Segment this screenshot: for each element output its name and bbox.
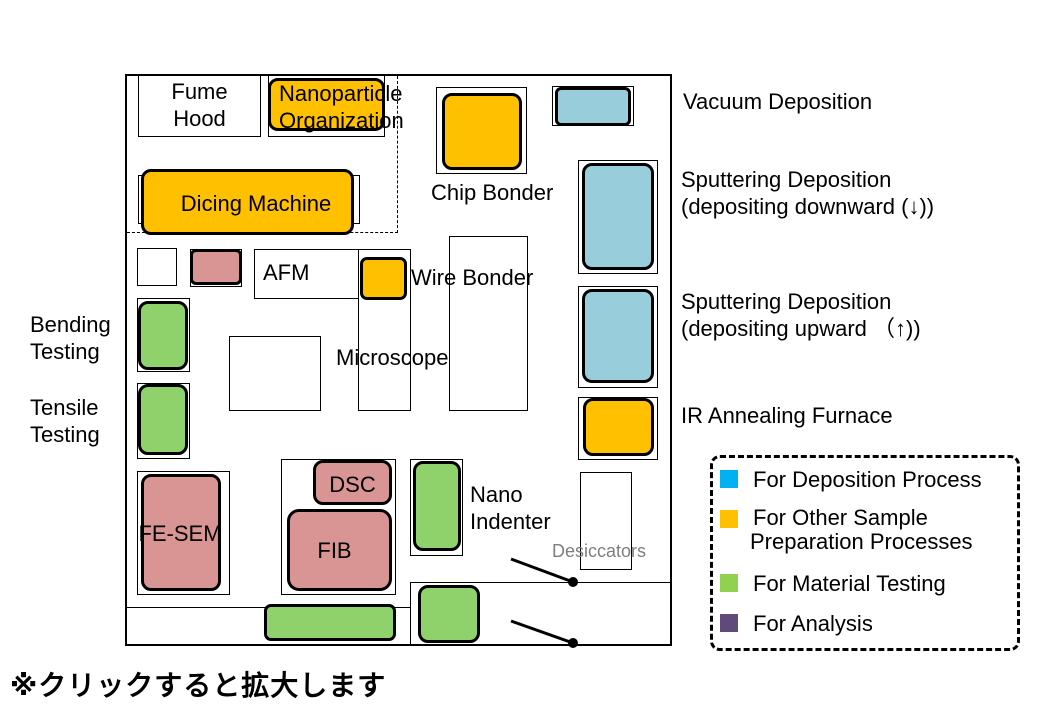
fesem <box>141 474 221 591</box>
sputter-down-label: Sputtering Deposition(depositing downwar… <box>681 167 935 219</box>
fib-label: FIB <box>317 538 352 563</box>
sputter-up <box>582 289 654 383</box>
sputter-up-label: Sputtering Deposition(depositing upward … <box>681 289 921 341</box>
legend-label-analysis: For Analysis <box>753 611 873 636</box>
fesem-label: FE-SEM <box>138 521 222 546</box>
desiccator-bench <box>580 472 632 570</box>
wire-bonder-label: Wire Bonder <box>411 265 534 290</box>
legend-swatch-analysis <box>720 614 738 632</box>
tensile-tester <box>138 384 188 455</box>
center-table <box>229 336 321 411</box>
corridor-line <box>410 582 672 583</box>
partition-line <box>397 76 398 233</box>
legend-swatch-preparation <box>720 510 738 528</box>
afm-unit <box>190 249 242 285</box>
ir-furnace <box>583 398 654 456</box>
vacuum-label: Vacuum Deposition <box>683 89 873 114</box>
legend-label-testing: For Material Testing <box>753 571 946 596</box>
legend-swatch-testing <box>720 574 738 592</box>
bottom-tester <box>418 585 480 643</box>
tall-bench <box>449 236 528 411</box>
small-bench <box>137 248 177 286</box>
microscope-label: Microscope <box>336 345 449 370</box>
legend-swatch-deposition <box>720 470 738 488</box>
dsc <box>313 460 392 505</box>
corridor-wall <box>410 582 411 644</box>
click-to-enlarge-note[interactable]: ※クリックすると拡大します <box>10 669 387 702</box>
nanoparticle-unit <box>268 78 385 131</box>
afm-label: AFM <box>263 260 310 285</box>
dicing-label: Dicing Machine <box>180 191 332 216</box>
bottom-bench-tester <box>264 604 396 641</box>
wire-bonder <box>360 257 407 300</box>
vacuum-deposition <box>555 87 631 126</box>
dicing-machine <box>141 169 354 235</box>
sputter-down <box>582 163 654 270</box>
legend-label-deposition: For Deposition Process <box>753 467 982 492</box>
nano-indenter <box>413 461 461 551</box>
fume-hood <box>138 75 261 137</box>
fib <box>287 509 392 591</box>
legend-box <box>710 455 1020 651</box>
ir-furnace-label: IR Annealing Furnace <box>681 403 893 428</box>
dsc-label: DSC <box>329 472 376 497</box>
room-outline <box>125 74 672 646</box>
bending-tester <box>138 301 188 370</box>
desiccators-label: Desiccators <box>552 541 647 561</box>
chip-bonder-label: Chip Bonder <box>431 180 554 205</box>
chip-bonder <box>442 93 522 170</box>
